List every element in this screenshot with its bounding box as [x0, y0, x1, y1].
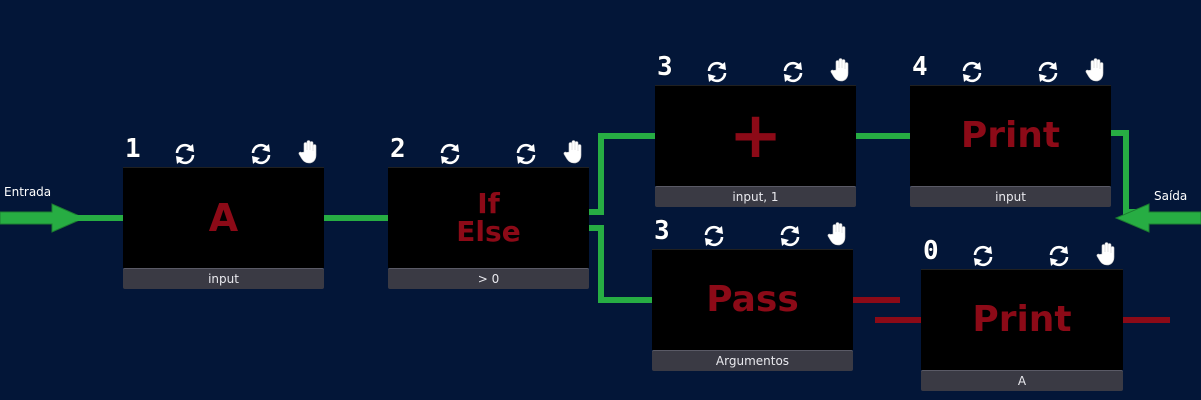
node-footer[interactable]: input: [910, 186, 1111, 207]
hand-icon[interactable]: [829, 57, 853, 82]
output-label: Saída: [1154, 189, 1188, 203]
node-title: Pass: [706, 279, 799, 320]
refresh-icon[interactable]: [960, 60, 984, 84]
node-number: 1: [125, 134, 141, 164]
node-footer[interactable]: A: [921, 370, 1123, 391]
refresh-icon[interactable]: [438, 142, 462, 166]
node-title: +: [728, 99, 783, 173]
reload-icon[interactable]: [781, 60, 805, 84]
refresh-icon[interactable]: [173, 142, 197, 166]
hand-icon[interactable]: [1095, 241, 1119, 266]
node-body[interactable]: Print: [921, 269, 1123, 370]
hand-icon[interactable]: [1084, 57, 1108, 82]
node-title: Print: [960, 115, 1061, 156]
reload-icon[interactable]: [778, 224, 802, 248]
hand-icon[interactable]: [826, 221, 850, 246]
node-2[interactable]: 2 If Else > 0: [388, 134, 589, 289]
node-title: A: [208, 196, 239, 240]
node-body[interactable]: A: [123, 167, 324, 268]
refresh-icon[interactable]: [971, 244, 995, 268]
wire-2-to-3a: [588, 133, 656, 215]
reload-icon[interactable]: [1036, 60, 1060, 84]
wire-2-to-3b: [588, 225, 653, 303]
hand-icon[interactable]: [562, 139, 586, 164]
hand-icon[interactable]: [297, 139, 321, 164]
node-number: 4: [912, 52, 928, 82]
refresh-icon[interactable]: [702, 224, 726, 248]
input-arrow: [0, 203, 86, 233]
node-3-add[interactable]: 3 + input, 1: [655, 52, 856, 207]
output-arrow: [1114, 203, 1201, 233]
node-footer[interactable]: input, 1: [655, 186, 856, 207]
input-label: Entrada: [4, 185, 52, 199]
wire-4-to-output: [1110, 130, 1140, 215]
node-body[interactable]: Print: [910, 85, 1111, 186]
reload-icon[interactable]: [249, 142, 273, 166]
node-body[interactable]: Pass: [652, 249, 853, 350]
node-footer[interactable]: Argumentos: [652, 350, 853, 371]
node-number: 3: [654, 216, 670, 246]
reload-icon[interactable]: [1047, 244, 1071, 268]
node-title: Print: [972, 299, 1072, 340]
node-body[interactable]: If Else: [388, 167, 589, 268]
node-title: If Else: [456, 187, 521, 248]
node-footer[interactable]: > 0: [388, 268, 589, 289]
node-number: 2: [390, 134, 406, 164]
node-footer[interactable]: input: [123, 268, 324, 289]
reload-icon[interactable]: [514, 142, 538, 166]
node-body[interactable]: +: [655, 85, 856, 186]
refresh-icon[interactable]: [705, 60, 729, 84]
node-number: 3: [657, 52, 673, 82]
node-number: 0: [923, 236, 939, 266]
